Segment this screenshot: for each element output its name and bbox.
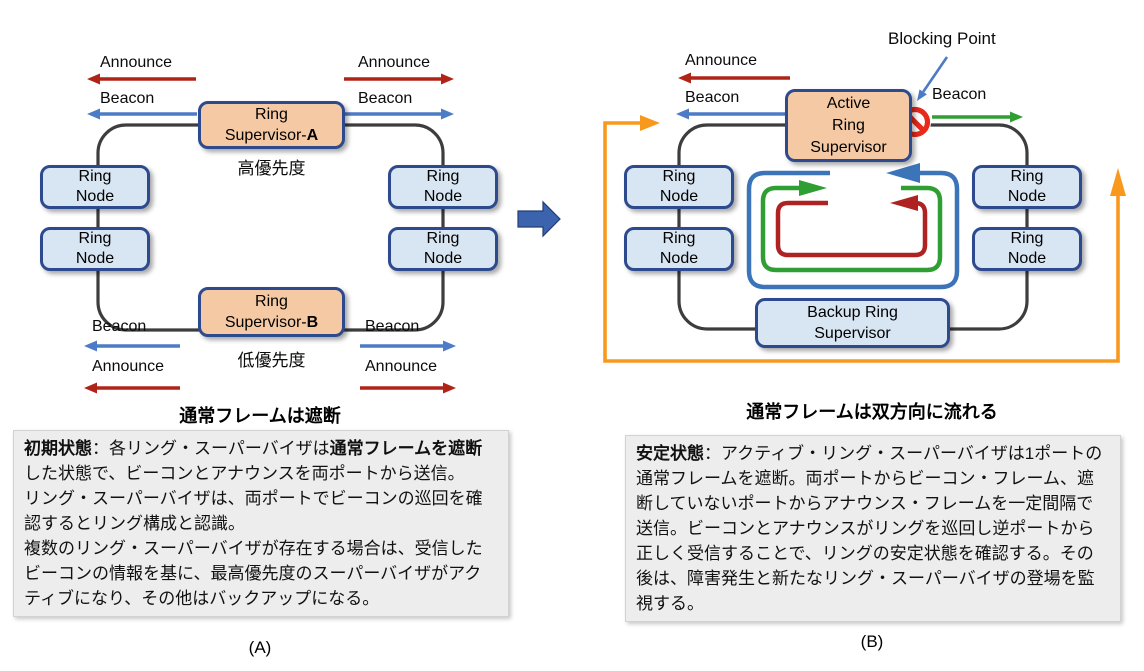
orange-flow-path [603, 115, 1126, 363]
beacon-label: Beacon [932, 86, 987, 103]
beacon-arrow-a-top-right [344, 108, 454, 120]
ring-node-box: Ring Node [388, 227, 498, 271]
active-ring-supervisor-box: Active Ring Supervisor [785, 89, 912, 162]
beacon-arrow-b-left [676, 108, 787, 120]
description-paragraph: リング・スーパーバイザは、両ポートでビーコンの巡回を確認するとリング構成と認識。 [24, 489, 483, 533]
ring-supervisor-b-line2: Supervisor-B [224, 314, 319, 331]
backup-supervisor-line2: Supervisor [814, 325, 891, 342]
ring-node-line2: Node [423, 250, 463, 267]
ring-node-line2: Node [659, 250, 699, 267]
ring-supervisor-b-box: Ring Supervisor-B [198, 287, 345, 337]
active-supervisor-line1: Active [826, 94, 871, 112]
announce-arrow-a-bottom-left [84, 382, 180, 394]
ring-node-line1: Ring [1010, 168, 1044, 185]
ring-node-line1: Ring [426, 168, 460, 185]
diagram-b-caption: (B) [860, 632, 884, 651]
ring-node-box: Ring Node [40, 227, 150, 271]
diagram-b-description: 安定状態：アクティブ・リング・スーパーバイザは1ポートの通常フレームを遮断。両ポ… [625, 435, 1121, 622]
ring-node-line1: Ring [1010, 230, 1044, 247]
ring-node-line2: Node [1007, 250, 1047, 267]
beacon-arrow-a-top-left [87, 108, 197, 120]
ring-node-line1: Ring [662, 230, 696, 247]
ring-node-box: Ring Node [624, 227, 734, 271]
ring-node-line2: Node [1007, 188, 1047, 205]
ring-node-line1: Ring [78, 230, 112, 247]
ring-node-line2: Node [659, 188, 699, 205]
ring-supervisor-a-box: Ring Supervisor-A [198, 101, 345, 149]
normal-frame-loop-red [775, 195, 928, 258]
blocking-point-label: Blocking Point [888, 29, 996, 48]
backup-ring-supervisor-box: Backup Ring Supervisor [755, 298, 950, 348]
ring-node-line2: Node [75, 250, 115, 267]
active-supervisor-line2: Ring [832, 116, 865, 134]
announce-label: Announce [685, 52, 758, 69]
beacon-arrow-a-bottom-left [84, 340, 180, 352]
ring-node-box: Ring Node [972, 165, 1082, 209]
diagram-a-title: 通常フレームは遮断 [179, 406, 341, 426]
ring-node-line2: Node [75, 188, 115, 205]
ring-node-line1: Ring [662, 168, 696, 185]
announce-label: Announce [365, 358, 438, 375]
beacon-label: Beacon [100, 90, 155, 107]
ring-supervisor-a-line1: Ring [255, 106, 288, 123]
ring-node-line1: Ring [78, 168, 112, 185]
ring-node-line2: Node [423, 188, 463, 205]
normal-frame-loop-green [760, 180, 943, 273]
beacon-arrow-b-right [932, 111, 1023, 123]
ring-supervisor-b-line1: Ring [255, 293, 288, 310]
beacon-label: Beacon [358, 90, 413, 107]
diagram-a-caption: (A) [248, 638, 272, 657]
diagram-a-description: 初期状態：各リング・スーパーバイザは通常フレームを遮断した状態で、ビーコンとアナ… [13, 430, 509, 617]
announce-arrow-a-top-left [87, 73, 196, 85]
low-priority-label: 低優先度 [237, 351, 306, 370]
ring-node-box: Ring Node [624, 165, 734, 209]
announce-label: Announce [100, 54, 173, 71]
ring-node-box: Ring Node [972, 227, 1082, 271]
backup-supervisor-line1: Backup Ring [807, 304, 898, 321]
description-paragraph: 複数のリング・スーパーバイザが存在する場合は、受信したビーコンの情報を基に、最高… [24, 539, 483, 608]
blocking-point-pointer-arrow [917, 56, 949, 101]
beacon-label: Beacon [685, 89, 740, 106]
ring-node-box: Ring Node [40, 165, 150, 209]
announce-arrow-a-top-right [344, 73, 454, 85]
beacon-arrow-a-bottom-right [360, 340, 456, 352]
announce-arrow-b-left [678, 72, 790, 84]
beacon-label: Beacon [92, 318, 147, 335]
transition-arrow [517, 200, 561, 238]
announce-label: Announce [358, 54, 431, 71]
ring-node-line1: Ring [426, 230, 460, 247]
diagram-b-title: 通常フレームは双方向に流れる [746, 402, 998, 422]
ring-supervisor-a-line2: Supervisor-A [224, 127, 319, 144]
normal-frame-loop-blue [746, 163, 960, 290]
beacon-label: Beacon [365, 318, 420, 335]
high-priority-label: 高優先度 [237, 159, 306, 178]
ring-node-box: Ring Node [388, 165, 498, 209]
announce-label: Announce [92, 358, 165, 375]
active-supervisor-line3: Supervisor [810, 138, 887, 156]
announce-arrow-a-bottom-right [360, 382, 456, 394]
